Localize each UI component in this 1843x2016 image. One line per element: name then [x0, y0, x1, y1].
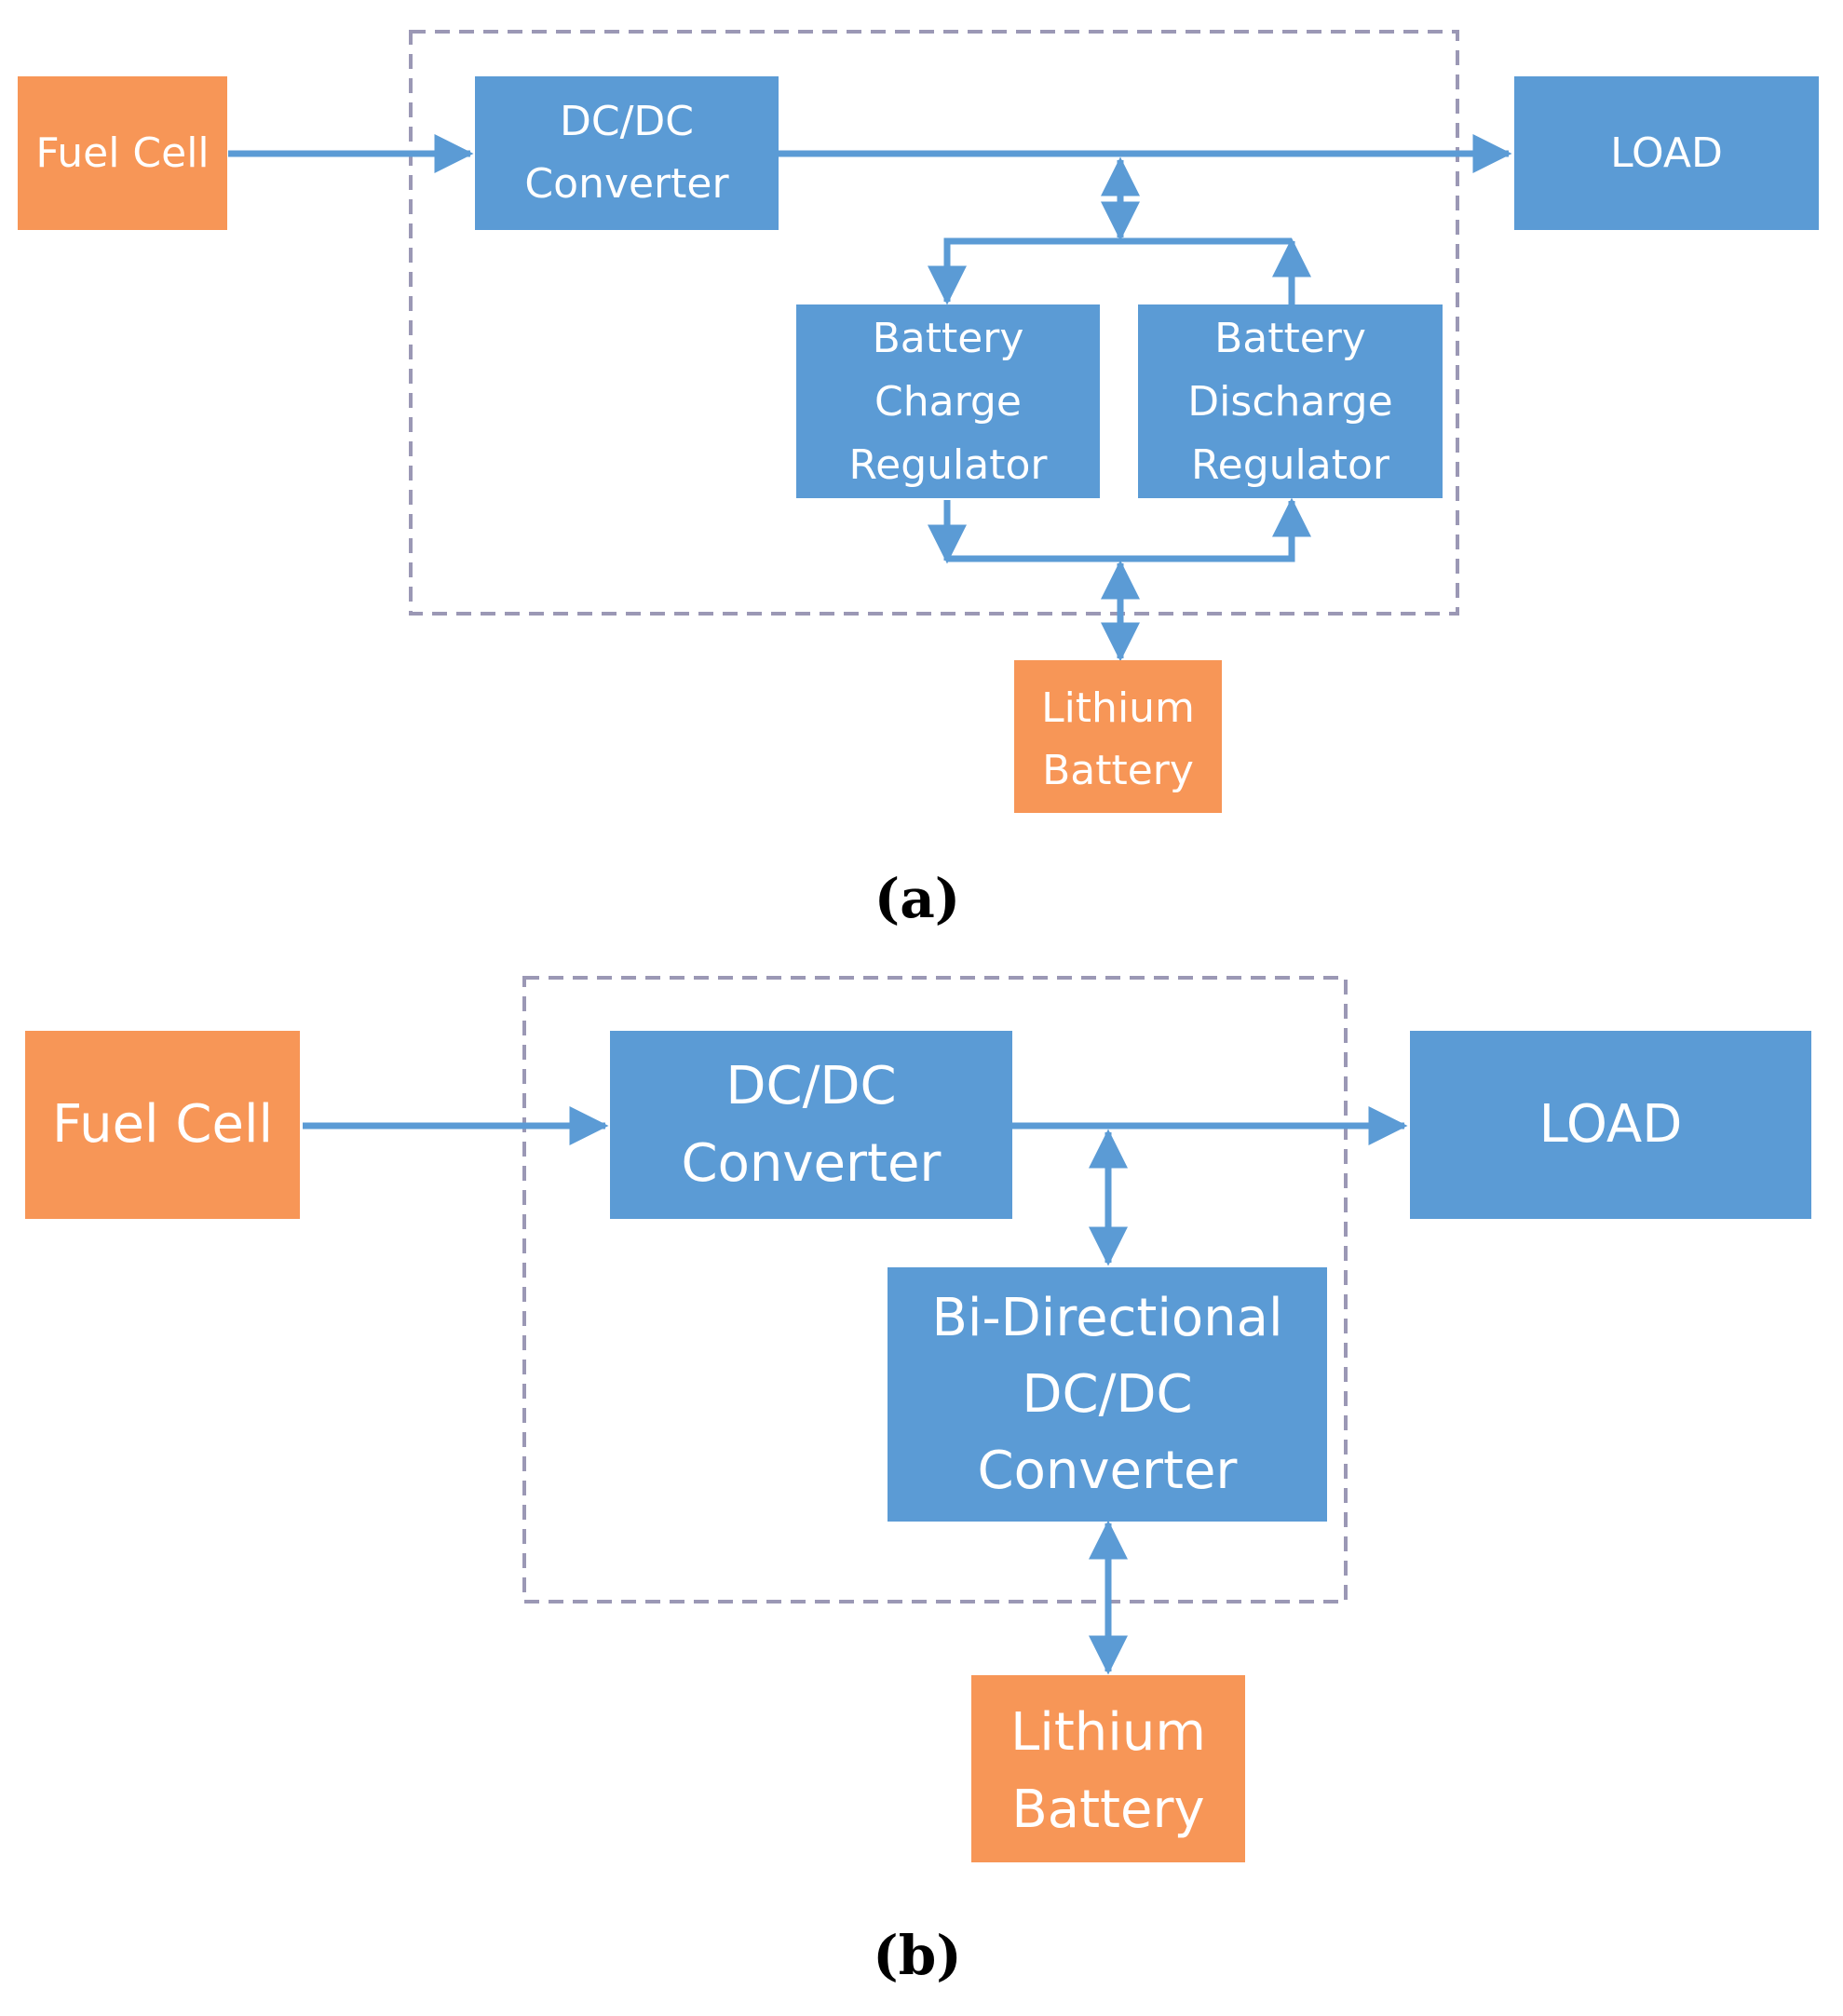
diagram-a-lithium-battery-block: Lithium Battery — [1014, 660, 1222, 813]
diagram-b-bidirectional-converter-label-line3: Converter — [978, 1441, 1239, 1501]
diagram-a: Fuel Cell DC/DC Converter LOAD Battery C… — [18, 30, 1819, 930]
diagram-b-bidirectional-converter-block: Bi-Directional DC/DC Converter — [888, 1267, 1327, 1522]
diagram-a-lithium-battery-box — [1014, 660, 1222, 813]
diagram-b-load-label: LOAD — [1539, 1094, 1683, 1155]
diagram-a-load-box — [1514, 76, 1819, 230]
diagram-a-charge-regulator-box — [796, 304, 1100, 498]
diagram-b-fuel-cell-label: Fuel Cell — [52, 1094, 273, 1155]
diagram-a-converter-frame — [409, 30, 1459, 616]
diagram-a-lithium-battery-label-line2: Battery — [1042, 747, 1194, 794]
diagram-a-fuel-cell-box — [18, 76, 227, 230]
diagram-a-lower-branch-to-discharge-arrow — [947, 497, 1311, 562]
diagram-b-load-block: LOAD — [1410, 1031, 1811, 1219]
diagram-a-caption: (a) — [874, 867, 960, 930]
diagram-a-load-label: LOAD — [1610, 129, 1723, 177]
diagram-a-charge-regulator-label-line2: Charge — [874, 378, 1022, 426]
diagram-b-dcdc-converter-block: DC/DC Converter — [610, 1031, 1012, 1219]
diagram-a-charge-regulator-label-line1: Battery — [873, 315, 1024, 362]
diagram-b-lithium-battery-label-line1: Lithium — [1010, 1702, 1206, 1763]
diagram-a-dcdc-converter-label-line1: DC/DC — [560, 98, 694, 145]
diagram-b-bidirectional-converter-label-line1: Bi-Directional — [931, 1288, 1282, 1348]
diagram-b-lithium-battery-box — [971, 1675, 1245, 1862]
diagram-b-dcdc-converter-label-line1: DC/DC — [725, 1056, 896, 1116]
diagram-b-dcdc-converter-box — [610, 1031, 1012, 1219]
diagram-a-lithium-battery-label-line1: Lithium — [1041, 684, 1195, 732]
diagram-a-discharge-regulator-box — [1138, 304, 1443, 498]
diagram-a-fuel-cell-label: Fuel Cell — [35, 129, 209, 177]
diagram-a-charge-regulator-label-line3: Regulator — [849, 441, 1049, 489]
diagram-a-dcdc-converter-block: DC/DC Converter — [475, 76, 779, 230]
diagram-b-caption: (b) — [873, 1924, 961, 1987]
diagram-b-dcdc-converter-label-line2: Converter — [682, 1133, 942, 1194]
diagram-a-charge-regulator-block: Battery Charge Regulator — [796, 304, 1100, 498]
diagram-a-fuel-cell-block: Fuel Cell — [18, 76, 227, 230]
diagram-b-lithium-battery-label-line2: Battery — [1011, 1779, 1204, 1840]
diagram-b-converter-frame — [522, 976, 1348, 1603]
diagram-a-load-block: LOAD — [1514, 76, 1819, 230]
diagram-a-upper-branch-to-charge-arrow — [928, 237, 1292, 305]
diagram-a-discharge-regulator-label-line1: Battery — [1214, 315, 1366, 362]
diagram-a-discharge-regulator-label-line3: Regulator — [1191, 441, 1390, 489]
diagram-a-discharge-regulator-label-line2: Discharge — [1187, 378, 1392, 426]
diagram-b-fuel-cell-box — [25, 1031, 300, 1219]
diagram-a-dcdc-converter-label-line2: Converter — [524, 160, 729, 208]
diagram-b-bidirectional-converter-label-line2: DC/DC — [1022, 1364, 1192, 1425]
diagram-b-lithium-battery-block: Lithium Battery — [971, 1675, 1245, 1862]
diagram-b-bidirectional-converter-box — [888, 1267, 1327, 1522]
diagram-b-load-box — [1410, 1031, 1811, 1219]
diagram-a-dcdc-converter-box — [475, 76, 779, 230]
diagram-b-fuel-cell-block: Fuel Cell — [25, 1031, 300, 1219]
diagram-a-discharge-regulator-block: Battery Discharge Regulator — [1138, 304, 1443, 498]
diagram-b: Fuel Cell DC/DC Converter LOAD Bi-Direct… — [25, 976, 1811, 1987]
